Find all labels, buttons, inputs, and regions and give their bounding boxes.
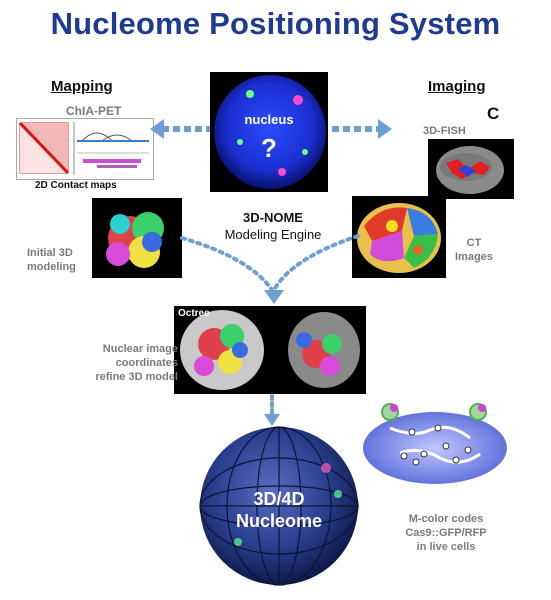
- mcolor-label: M-color codes Cas9::GFP/RFP in live cell…: [386, 512, 506, 554]
- nucleus-label: nucleus: [244, 112, 294, 127]
- initial-3d-line1: Initial 3D: [27, 247, 73, 259]
- engine-title: 3D-NOME: [243, 210, 303, 225]
- refine-label: Nuclear image coordinates refine 3D mode…: [74, 342, 178, 384]
- mcolor-line3: in live cells: [416, 541, 476, 553]
- octree-label: Octree: [178, 308, 210, 319]
- ct-label: CT Images: [455, 236, 493, 264]
- ct-label-line2: Images: [455, 251, 493, 263]
- fish-image: [428, 139, 514, 199]
- question-mark: ?: [261, 133, 277, 163]
- mcolor-line1: M-color codes: [408, 513, 484, 525]
- panel-letter: C: [487, 104, 500, 123]
- initial-3d-line2: modeling: [27, 261, 76, 273]
- mcolor-line2: Cas9::GFP/RFP: [405, 527, 487, 539]
- engine-subtitle: Modeling Engine: [224, 227, 322, 242]
- contact-maps-label: 2D Contact maps: [35, 180, 117, 191]
- nucleome-globe: [199, 426, 359, 586]
- mapping-header: Mapping: [51, 78, 113, 95]
- contact-map-panel: [16, 118, 154, 180]
- refine-line2: coordinates: [115, 357, 178, 369]
- refine-line3: refine 3D model: [95, 371, 178, 383]
- nucleome-label: 3D/4D Nucleome: [198, 488, 360, 532]
- nucleome-line2: Nucleome: [235, 511, 323, 531]
- refine-line1: Nuclear image: [102, 343, 178, 355]
- initial-model-image: [92, 198, 182, 278]
- arrow-to-nucleome: [264, 394, 280, 426]
- nucleome-line1: 3D/4D: [253, 489, 305, 509]
- imaging-header: Imaging: [428, 78, 486, 95]
- ct-image: [352, 196, 446, 278]
- ct-label-line1: CT: [466, 237, 482, 249]
- arrow-to-mapping: [150, 119, 210, 139]
- chia-pet-label: ChIA-PET: [66, 104, 122, 118]
- initial-3d-label: Initial 3D modeling: [27, 246, 76, 274]
- octree-image: [174, 306, 366, 394]
- converging-arrows: [180, 234, 360, 304]
- live-cell-graphic: [363, 403, 507, 484]
- nucleus-image: [210, 72, 328, 192]
- arrow-to-imaging: [332, 119, 392, 139]
- fish-label: 3D-FISH: [423, 125, 466, 137]
- contact-map-graphic: [18, 121, 149, 175]
- page-title: Nucleome Positioning System: [50, 6, 501, 41]
